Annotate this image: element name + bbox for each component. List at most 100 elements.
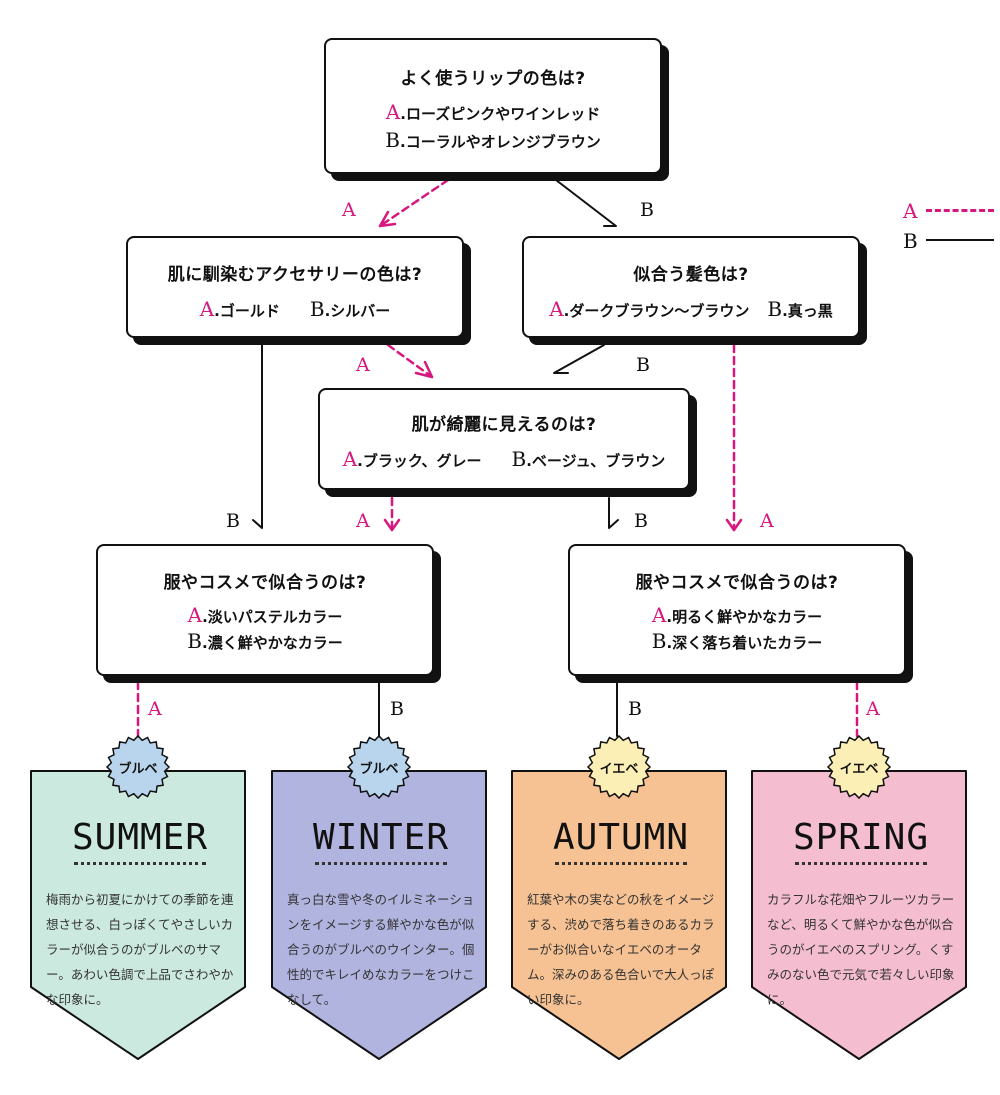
edge-label-q4-b: B bbox=[634, 510, 648, 532]
legend: A B bbox=[900, 197, 996, 257]
result-card-winter: ブルベ WINTER 真っ白な雪や冬のイルミネーションをイメージする鮮やかな色が… bbox=[270, 734, 492, 1065]
option-text: ダークブラウン〜ブラウン bbox=[569, 302, 750, 320]
edge-q4-b bbox=[608, 497, 619, 529]
option-letter-a: A bbox=[199, 297, 215, 321]
dotted-divider bbox=[315, 862, 447, 865]
option-b: B.濃く鮮やかなカラー bbox=[98, 629, 432, 653]
badge-scallop-icon bbox=[826, 734, 892, 800]
edge-q2-a bbox=[386, 343, 434, 379]
badge-yellow-base: イエベ bbox=[825, 733, 893, 801]
legend-line-b bbox=[926, 239, 994, 241]
edge-label-q5-b: B bbox=[390, 698, 404, 720]
edge-q4-a-head bbox=[383, 518, 401, 532]
question-title: 肌に馴染むアクセサリーの色は? bbox=[167, 265, 423, 285]
edge-q3-b bbox=[553, 344, 605, 374]
question-box-q1: よく使うリップの色は? A.ローズピンクやワインレッド B.コーラルやオレンジブ… bbox=[324, 38, 662, 174]
option-letter-b: B bbox=[187, 629, 202, 653]
option-separator: . bbox=[782, 302, 788, 320]
option-text: 深く落ち着いたカラー bbox=[672, 634, 823, 652]
question-title: 似合う髪色は? bbox=[633, 265, 749, 285]
option-text: ゴールド bbox=[219, 302, 280, 320]
badge-yellow-base: イエベ bbox=[585, 733, 653, 801]
option-text: シルバー bbox=[330, 302, 391, 320]
option-letter-a: A bbox=[549, 297, 564, 321]
option-separator: . bbox=[399, 133, 406, 151]
season-title: SPRING bbox=[792, 817, 930, 858]
season-description: 真っ白な雪や冬のイルミネーションをイメージする鮮やかな色が似合うのがブルベのウイ… bbox=[287, 892, 475, 1007]
badge-label: ブルベ bbox=[118, 761, 158, 777]
edge-label-q2-a: A bbox=[356, 354, 370, 376]
card-shape bbox=[271, 770, 487, 1060]
option-separator: . bbox=[214, 302, 220, 320]
question-box-q6: 服やコスメで似合うのは? A.明るく鮮やかなカラー B.深く落ち着いたカラー bbox=[568, 544, 906, 676]
option-b: B.シルバー bbox=[310, 297, 390, 321]
season-title: AUTUMN bbox=[552, 817, 690, 858]
question-title: 肌が綺麗に見えるのは? bbox=[411, 415, 597, 435]
question-box-q2: 肌に馴染むアクセサリーの色は? A.ゴールド B.シルバー bbox=[126, 236, 464, 338]
option-letter-b: B bbox=[309, 297, 325, 321]
legend-label-b: B bbox=[903, 229, 918, 253]
option-separator: . bbox=[357, 452, 363, 470]
edge-q2-b bbox=[252, 344, 263, 529]
option-letter-b: B bbox=[385, 128, 400, 152]
option-separator: . bbox=[666, 634, 673, 652]
legend-row-b: B bbox=[900, 227, 996, 257]
result-card-summer: ブルベ SUMMER 梅雨から初夏にかけての季節を連想させる、白っぽくてやさしい… bbox=[29, 734, 251, 1065]
badge-blue-base: ブルベ bbox=[345, 733, 413, 801]
edge-label-q1-a: A bbox=[342, 199, 356, 221]
edge-q1-a bbox=[378, 178, 450, 228]
card-shape bbox=[751, 770, 967, 1060]
option-text: 明るく鮮やかなカラー bbox=[672, 608, 823, 626]
legend-row-a: A bbox=[900, 197, 996, 227]
option-a: A.ブラック、グレー bbox=[343, 447, 482, 471]
option-letter-a: A bbox=[385, 100, 401, 124]
option-text: 淡いパステルカラー bbox=[207, 608, 343, 626]
edge-label-q6-b: B bbox=[628, 698, 642, 720]
legend-label-a: A bbox=[903, 199, 918, 223]
option-separator: . bbox=[202, 608, 208, 626]
option-letter-b: B bbox=[511, 447, 527, 471]
season-description: カラフルな花畑やフルーツカラーなど、明るくて鮮やかな色が似合うのがイエベのスプリ… bbox=[767, 892, 955, 1007]
edge-q2-a-head bbox=[414, 360, 434, 379]
badge-label: イエベ bbox=[599, 761, 639, 777]
option-text: ベージュ、ブラウン bbox=[531, 452, 666, 470]
question-title: 服やコスメで似合うのは? bbox=[635, 573, 839, 593]
dotted-divider bbox=[555, 862, 687, 865]
option-line: A.ゴールド B.シルバー bbox=[128, 297, 462, 321]
option-b: B.真っ黒 bbox=[767, 297, 832, 321]
option-text: ローズピンクやワインレッド bbox=[405, 105, 601, 123]
badge-scallop-icon bbox=[346, 734, 412, 800]
result-card-spring: イエベ SPRING カラフルな花畑やフルーツカラーなど、明るくて鮮やかな色が似… bbox=[750, 734, 972, 1065]
result-card-autumn: イエベ AUTUMN 紅葉や木の実などの秋をイメージする、渋めで落ち着きのあるカ… bbox=[510, 734, 732, 1065]
question-box-q5: 服やコスメで似合うのは? A.淡いパステルカラー B.濃く鮮やかなカラー bbox=[96, 544, 434, 676]
edge-label-q3-b: B bbox=[636, 354, 650, 376]
option-text: コーラルやオレンジブラウン bbox=[405, 133, 601, 151]
edge-label-q3-a: A bbox=[760, 510, 774, 532]
edge-q1-a-head bbox=[378, 210, 397, 228]
season-description: 梅雨から初夏にかけての季節を連想させる、白っぽくてやさしいカラーが似合うのがブル… bbox=[46, 892, 234, 1007]
option-separator: . bbox=[400, 105, 406, 123]
option-b: B.コーラルやオレンジブラウン bbox=[326, 128, 660, 152]
edge-label-q2-b: B bbox=[226, 510, 240, 532]
option-letter-b: B bbox=[767, 297, 783, 321]
option-text: ブラック、グレー bbox=[362, 452, 482, 470]
season-title: WINTER bbox=[312, 817, 450, 858]
dotted-divider bbox=[795, 862, 927, 865]
badge-label: イエベ bbox=[839, 761, 879, 777]
edge-label-q4-a: A bbox=[356, 510, 370, 532]
edge-label-q6-a: A bbox=[866, 698, 880, 720]
option-separator: . bbox=[563, 302, 570, 320]
edge-label-q5-a: A bbox=[148, 698, 162, 720]
question-title: 服やコスメで似合うのは? bbox=[163, 573, 367, 593]
option-b: B.深く落ち着いたカラー bbox=[570, 629, 904, 653]
option-b: B.ベージュ、ブラウン bbox=[512, 447, 666, 471]
card-shape bbox=[30, 770, 246, 1060]
badge-scallop-icon bbox=[586, 734, 652, 800]
option-letter-a: A bbox=[342, 447, 358, 471]
option-separator: . bbox=[666, 608, 673, 626]
